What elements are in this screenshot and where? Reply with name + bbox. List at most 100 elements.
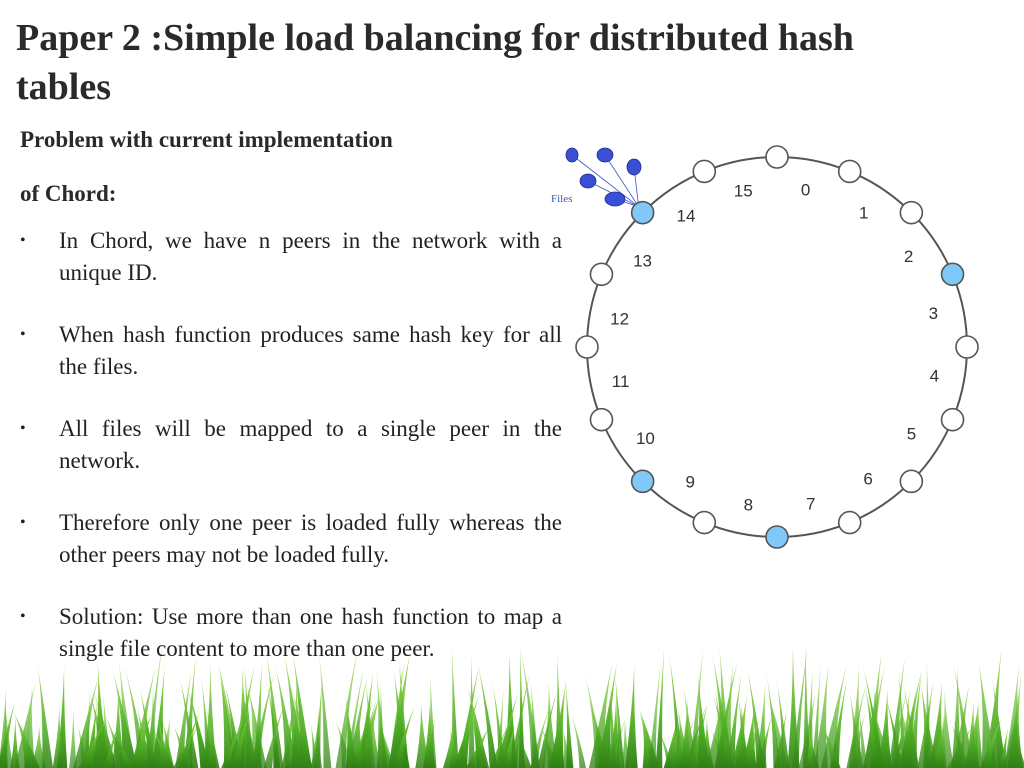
grass-blade (442, 721, 459, 768)
grass-blade (811, 665, 821, 768)
grass-blade (111, 686, 125, 768)
grass-blade (250, 672, 275, 768)
peer-node-13 (589, 262, 614, 287)
grass-blade (726, 674, 742, 768)
grass-blade (139, 685, 157, 768)
peer-label-1: 1 (859, 204, 868, 223)
grass-blade (741, 718, 760, 768)
grass-blade (648, 664, 661, 768)
peer-node-5 (940, 407, 965, 432)
bullet-item: •Therefore only one peer is loaded fully… (20, 507, 562, 571)
grass-blades (0, 643, 1024, 768)
grass-blade (365, 675, 375, 768)
grass-blade (688, 704, 708, 768)
peer-label-2: 2 (904, 247, 913, 266)
grass-blade (282, 647, 306, 768)
grass-blade (991, 675, 1007, 768)
grass-blade (467, 654, 476, 768)
peer-label-7: 7 (806, 494, 815, 513)
peer-node-10 (630, 469, 655, 494)
peer-label-10: 10 (636, 429, 655, 448)
bullet-text: Solution: Use more than one hash functio… (59, 604, 562, 661)
grass-blade (310, 722, 319, 768)
grass-blade (345, 694, 358, 768)
peer-label-8: 8 (744, 495, 753, 514)
bullet-item: •In Chord, we have n peers in the networ… (20, 225, 562, 289)
grass-blade (898, 670, 922, 768)
peer-node-7 (837, 510, 862, 535)
grass-blade (509, 674, 530, 768)
grass-blade (614, 671, 625, 768)
grass-blade (12, 709, 40, 768)
bullet-marker: • (20, 326, 26, 343)
grass-blade (313, 675, 323, 768)
grass-blade (671, 721, 678, 768)
grass-blade (1003, 664, 1020, 768)
grass-blade (890, 691, 907, 768)
bullet-marker: • (20, 608, 26, 625)
grass-blade (689, 649, 704, 768)
peer-label-0: 0 (801, 181, 810, 200)
grass-blade (964, 702, 980, 768)
grass-blade (290, 686, 313, 768)
bullet-text: When hash function produces same hash ke… (59, 322, 562, 379)
grass-blade (178, 672, 199, 768)
grass-blade (978, 660, 997, 768)
grass-blade (291, 675, 303, 768)
grass-blade (820, 665, 847, 768)
grass-blade (655, 648, 665, 768)
grass-blade (392, 706, 415, 768)
file-link (571, 154, 639, 207)
file-node (626, 158, 642, 176)
grass-blade (737, 693, 749, 768)
peer-label-15: 15 (734, 182, 753, 201)
grass-blade (466, 696, 487, 768)
peer-label-6: 6 (863, 470, 872, 489)
grass-blade (422, 701, 436, 768)
peer-node-6 (899, 469, 924, 494)
peer-node-12 (575, 335, 599, 359)
grass-blade (243, 659, 254, 768)
grass-blade (746, 664, 765, 768)
grass-blade (353, 711, 364, 768)
grass-blade (920, 682, 938, 768)
grass-blade (518, 644, 525, 768)
grass-blade (218, 661, 237, 768)
grass-blade (639, 711, 659, 768)
grass-blade (73, 676, 99, 768)
grass-blade (388, 660, 409, 768)
grass-blade (156, 716, 172, 768)
grass-blade (206, 707, 220, 768)
peer-node-11 (589, 407, 614, 432)
grass-blade (884, 691, 904, 768)
grass-blade (597, 662, 617, 768)
grass-blade (111, 666, 138, 768)
peer-node-8 (765, 525, 789, 549)
file-node (604, 191, 626, 207)
grass-blade (274, 661, 298, 768)
peer-label-13: 13 (633, 251, 652, 270)
grass-blade (10, 716, 20, 768)
peer-node-4 (955, 335, 979, 359)
grass-blade (93, 661, 110, 768)
peer-node-1 (837, 159, 862, 184)
peer-label-5: 5 (907, 425, 916, 444)
grass-blade (924, 659, 932, 768)
grass-blade (265, 646, 284, 768)
grass-blade (776, 677, 790, 768)
grass-blade (83, 692, 90, 768)
slide-title: Paper 2 :Simple load balancing for distr… (16, 17, 854, 108)
grass-blade (549, 680, 567, 768)
section-heading-line-1: Problem with current implementation (20, 127, 393, 152)
grass-blade (0, 687, 8, 768)
peer-label-3: 3 (929, 304, 938, 323)
grass-blade (178, 711, 200, 768)
file-link (604, 154, 639, 207)
bullet-marker: • (20, 232, 26, 249)
file-node (596, 147, 614, 163)
section-heading-line-2: of Chord: (20, 181, 117, 206)
peer-node-0 (765, 145, 789, 169)
bullet-item: •All files will be mapped to a single pe… (20, 413, 562, 477)
